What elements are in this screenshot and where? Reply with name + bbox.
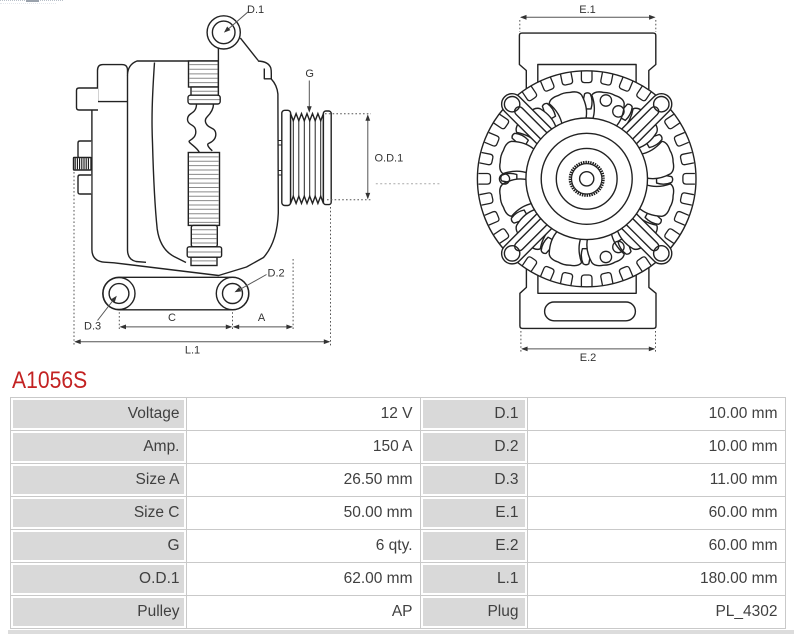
svg-text:G: G: [305, 68, 314, 80]
svg-text:A: A: [258, 312, 266, 324]
svg-text:D.2: D.2: [268, 268, 285, 280]
svg-text:E.1: E.1: [579, 4, 596, 16]
svg-text:C: C: [168, 312, 176, 324]
svg-text:E.2: E.2: [580, 352, 597, 362]
svg-text:D.1: D.1: [247, 4, 264, 16]
svg-text:O.D.1: O.D.1: [375, 153, 404, 165]
svg-text:L.1: L.1: [185, 345, 200, 357]
svg-text:D.3: D.3: [84, 321, 101, 333]
